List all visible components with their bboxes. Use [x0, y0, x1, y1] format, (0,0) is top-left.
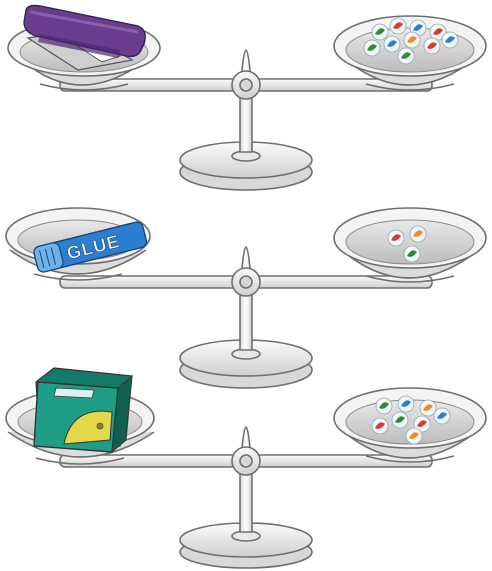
marble: [384, 36, 400, 52]
marble: [398, 48, 414, 64]
marble: [404, 32, 420, 48]
marble: [364, 40, 380, 56]
marble: [410, 226, 426, 242]
marble: [376, 398, 392, 414]
marble: [406, 428, 422, 444]
marble: [442, 32, 458, 48]
marble: [424, 38, 440, 54]
book-item: [34, 368, 132, 452]
scale-pole: [240, 50, 252, 152]
marble: [372, 24, 388, 40]
marble: [398, 396, 414, 412]
marble: [420, 400, 436, 416]
marble: [390, 18, 406, 34]
marble: [392, 412, 408, 428]
marble: [372, 418, 388, 434]
scale-pole: [240, 427, 252, 532]
marble: [404, 246, 420, 262]
marble: [388, 230, 404, 246]
right-pan: [334, 208, 486, 282]
scale-2: GLUE: [6, 208, 486, 388]
marble: [434, 408, 450, 424]
scale-3: [6, 368, 486, 568]
scale-pole: [240, 247, 252, 350]
scale-1: [8, 6, 486, 191]
